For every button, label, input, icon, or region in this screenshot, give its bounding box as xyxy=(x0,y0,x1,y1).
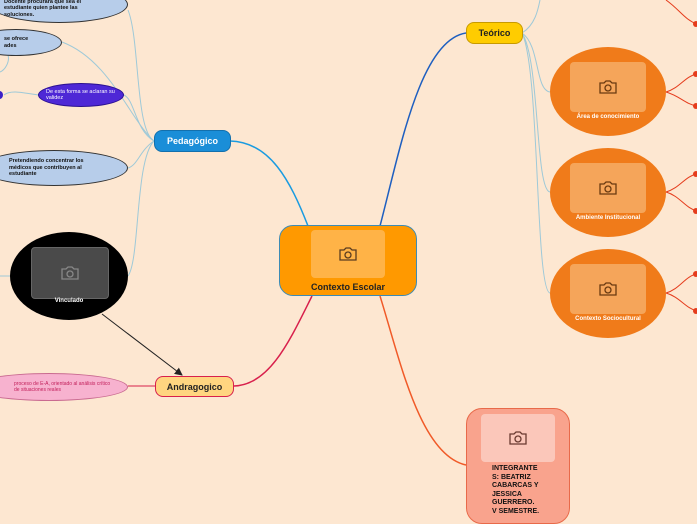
camera-icon xyxy=(599,181,617,195)
topic-andragogico[interactable]: Andragogico xyxy=(155,376,234,397)
link-central-pedagogico xyxy=(229,140,309,227)
arrow-vinculado-andragogico xyxy=(101,313,183,376)
purple-dot xyxy=(0,91,3,99)
bubble-aclaran[interactable]: De esta forma se aclaran su validez xyxy=(38,83,124,107)
bubble-docente[interactable]: Docente procurará que sea el estudiante … xyxy=(0,0,128,23)
teorico-label: Teórico xyxy=(478,28,511,38)
ambiente-label: Ambiente Institucional xyxy=(575,215,641,221)
integrantes-line: INTEGRANTE xyxy=(492,465,538,472)
link-area-right1 xyxy=(665,73,697,93)
subtopic-contexto-sociocultural[interactable]: Contexto Sociocultural xyxy=(550,249,666,338)
link-central-andragogico xyxy=(233,295,313,387)
link-teorico-socio xyxy=(521,32,551,294)
edge-dot xyxy=(693,171,697,177)
central-topic[interactable]: Contexto Escolar xyxy=(279,225,417,296)
link-amb-right2 xyxy=(665,191,697,212)
integrantes-line: V SEMESTRE. xyxy=(492,507,540,515)
pretendiendo-text: Pretendiendo concentrar los médicos que … xyxy=(9,158,84,178)
proceso-text: proceso de E-A, orientado al análisis cr… xyxy=(14,381,111,393)
topic-pedagogico[interactable]: Pedagógico xyxy=(154,130,231,152)
image-placeholder xyxy=(311,230,385,278)
bubble-pretendiendo[interactable]: Pretendiendo concentrar los médicos que … xyxy=(0,150,128,186)
link-amb-right1 xyxy=(665,173,697,193)
docente-text: Docente procurará que sea el estudiante … xyxy=(4,0,82,18)
link-ped-vinc xyxy=(127,140,155,277)
topic-teorico[interactable]: Teórico xyxy=(466,22,523,44)
camera-icon xyxy=(509,431,527,445)
link-ofrece-left xyxy=(0,54,9,73)
link-top-right xyxy=(665,0,697,25)
central-label: Contexto Escolar xyxy=(310,282,386,292)
image-placeholder xyxy=(481,414,555,462)
camera-icon xyxy=(339,247,357,261)
bubble-proceso[interactable]: proceso de E-A, orientado al análisis cr… xyxy=(0,373,128,401)
andragogico-label: Andragogico xyxy=(166,381,223,392)
integrantes-card[interactable]: INTEGRANTE S: BEATRIZ CABARCAS Y JESSICA… xyxy=(466,408,570,524)
edge-dot xyxy=(693,308,697,314)
vinculado-label: Vinculado xyxy=(54,298,84,304)
edge-dot xyxy=(693,271,697,277)
edge-dot xyxy=(693,208,697,214)
camera-icon xyxy=(599,80,617,94)
link-central-integrantes xyxy=(379,295,467,466)
link-aclaran-left xyxy=(3,91,39,96)
edge-dot xyxy=(693,71,697,77)
integrantes-line: JESSICA xyxy=(492,490,522,498)
subtopic-ambiente-institucional[interactable]: Ambiente Institucional xyxy=(550,148,666,237)
link-teorico-up xyxy=(521,0,541,34)
topic-vinculado[interactable]: Vinculado xyxy=(10,232,128,320)
link-teorico-ambiente xyxy=(521,32,551,193)
link-teorico-area xyxy=(521,32,551,93)
edge-dot xyxy=(693,21,697,27)
camera-icon xyxy=(599,282,617,296)
integrantes-line: GUERRERO. xyxy=(492,499,535,507)
pedagogico-label: Pedagógico xyxy=(166,136,218,146)
image-placeholder xyxy=(570,62,646,112)
integrantes-line: CABARCAS Y xyxy=(492,482,539,490)
contexto-socio-label: Contexto Sociocultural xyxy=(575,316,641,322)
link-central-teorico xyxy=(379,32,467,227)
ofrece-text: se ofrece ades xyxy=(4,36,29,49)
integrantes-line: S: BEATRIZ xyxy=(492,473,531,481)
image-placeholder xyxy=(570,264,646,314)
image-placeholder xyxy=(570,163,646,213)
edge-dot xyxy=(693,103,697,109)
link-ped-pretend xyxy=(127,140,155,169)
integrantes-text: INTEGRANTE S: BEATRIZ CABARCAS Y JESSICA… xyxy=(492,465,539,517)
area-label: Área de conocimiento xyxy=(576,114,640,120)
aclaran-text: De esta forma se aclaran su validez xyxy=(46,88,115,102)
link-soc-right1 xyxy=(665,273,697,294)
link-ped-aclaran xyxy=(123,94,155,142)
camera-icon xyxy=(61,266,79,280)
link-soc-right2 xyxy=(665,292,697,312)
image-placeholder xyxy=(31,247,109,299)
link-ped-docente xyxy=(127,9,155,142)
subtopic-area-conocimiento[interactable]: Área de conocimiento xyxy=(550,47,666,136)
